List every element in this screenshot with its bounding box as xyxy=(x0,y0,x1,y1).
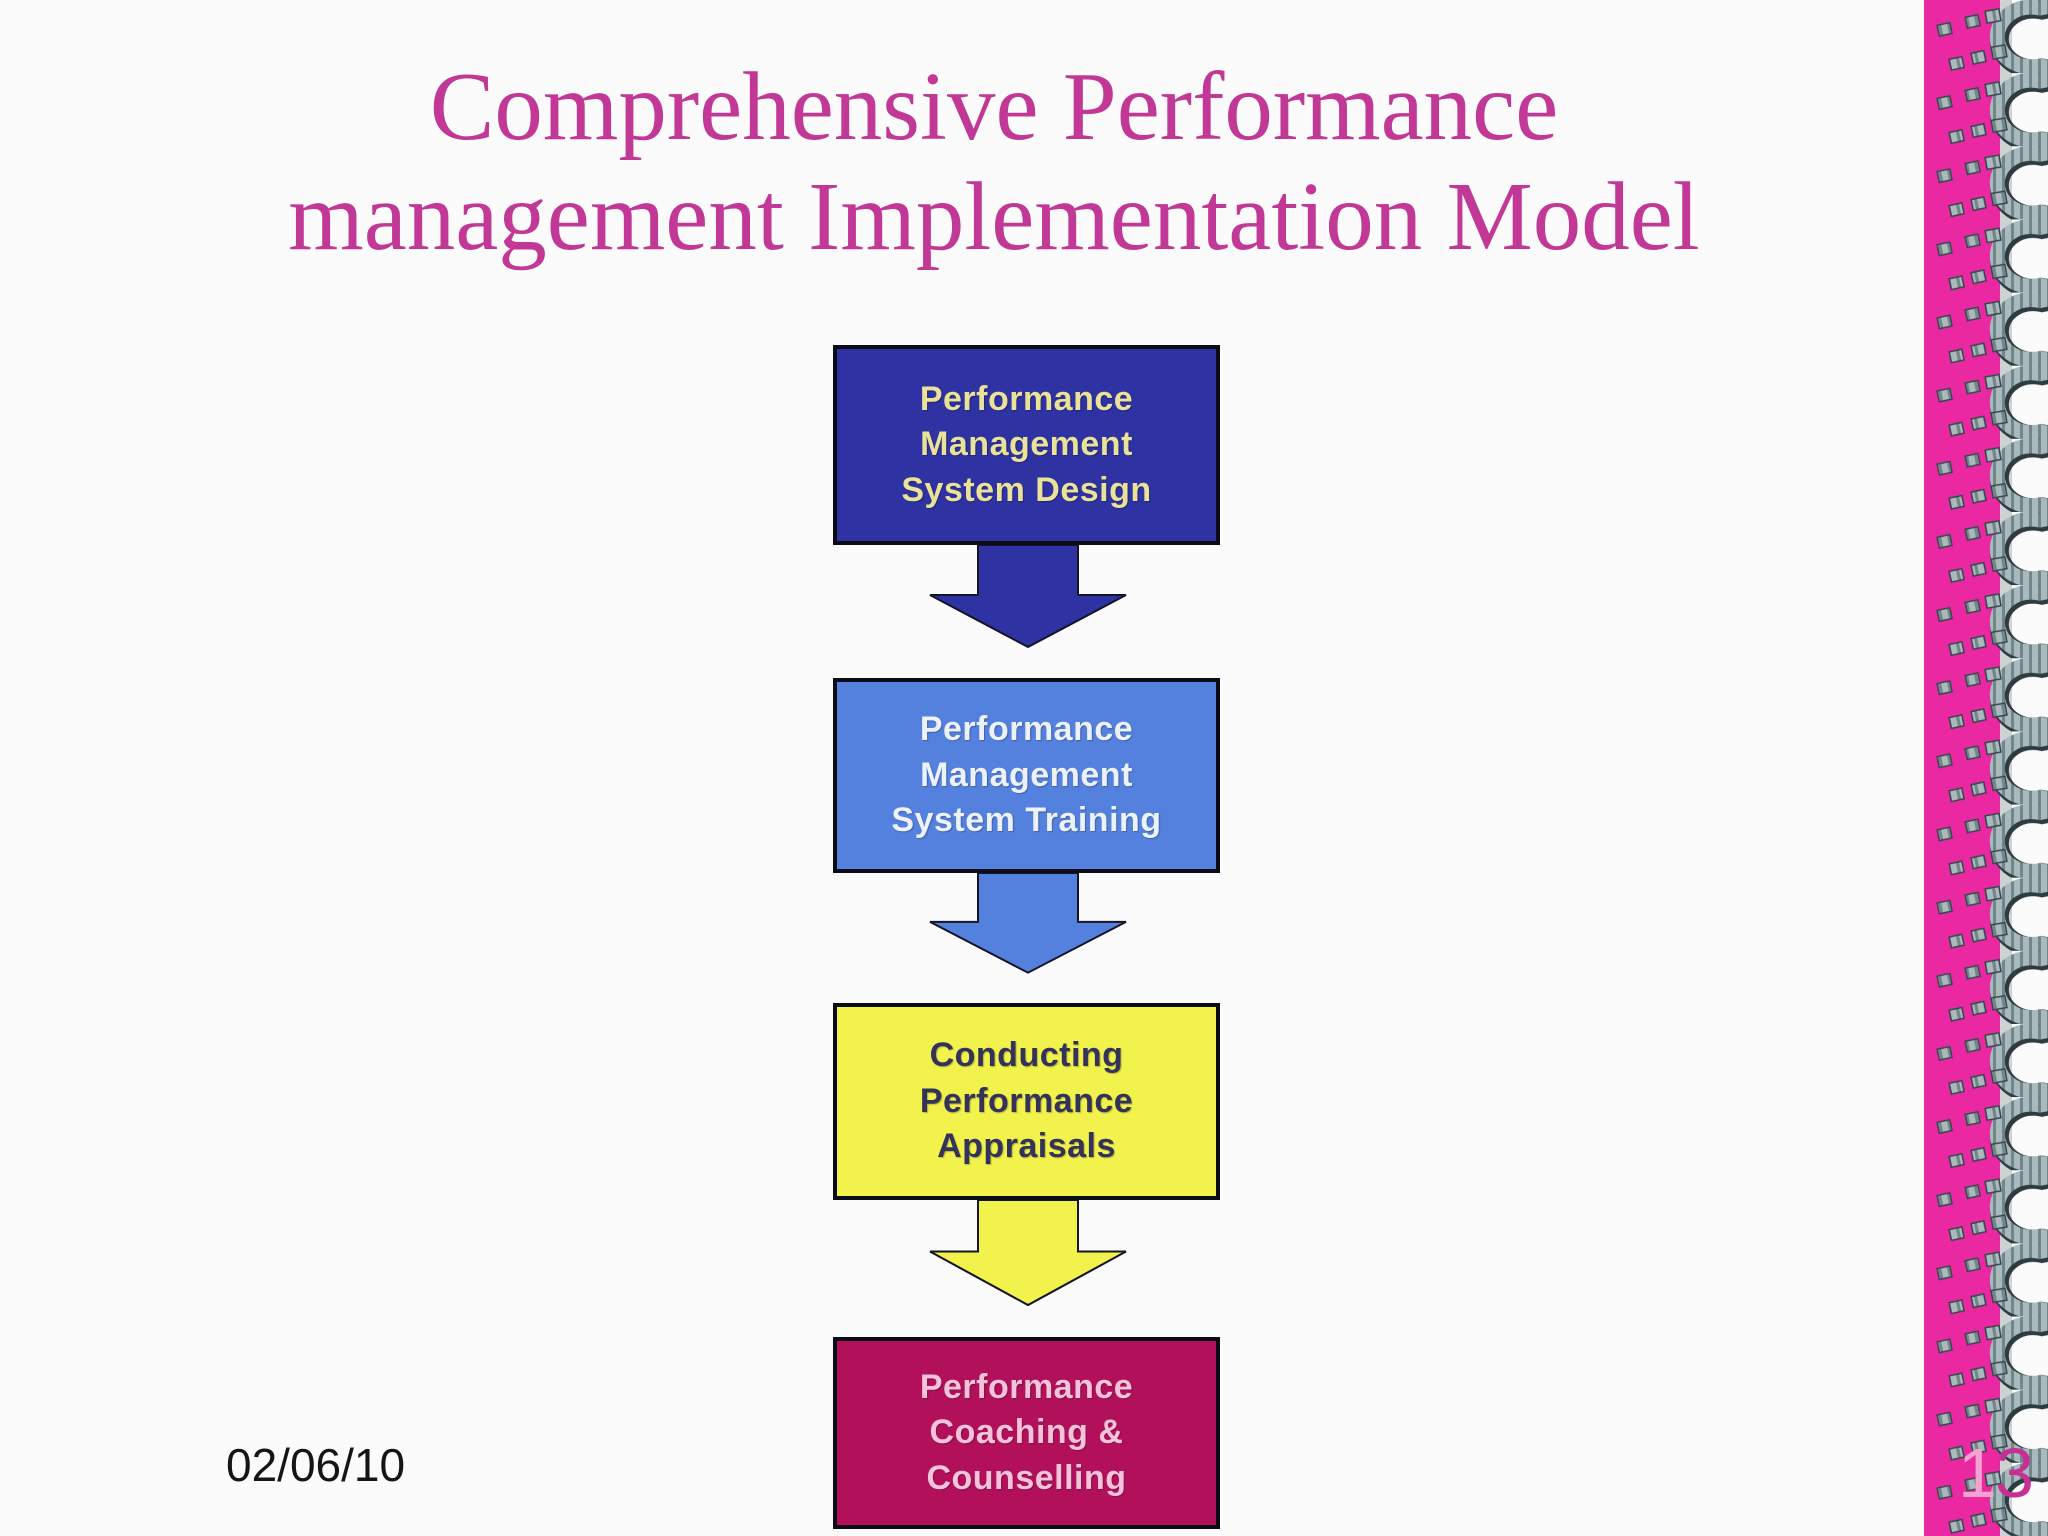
flow-box-label-line: Management xyxy=(920,425,1133,464)
flow-box-system-training: Performance Management System Training xyxy=(833,678,1220,873)
flow-box-label-line: Counselling xyxy=(926,1458,1127,1497)
down-arrow-icon xyxy=(929,1200,1127,1307)
down-arrow-icon xyxy=(929,873,1127,974)
spiral-binding-icon xyxy=(1924,0,2048,1536)
slide-title-line-2: management Implementation Model xyxy=(288,162,1700,270)
flow-box-label-line: Performance xyxy=(919,1367,1134,1406)
down-arrow-shape xyxy=(929,1200,1127,1307)
down-arrow-shape xyxy=(929,545,1127,649)
flow-box-label-line: System Training xyxy=(891,801,1162,840)
slide-title: Comprehensive Performance management Imp… xyxy=(140,52,1848,271)
down-arrow-shape xyxy=(929,873,1127,974)
flow-box-conducting-appraisals: Conducting Performance Appraisals xyxy=(833,1003,1220,1200)
flow-box-label-line: System Design xyxy=(901,470,1152,509)
flow-box-system-design: Performance Management System Design xyxy=(833,345,1220,545)
slide-number: 13 xyxy=(1958,1438,2034,1508)
flow-box-label-line: Appraisals xyxy=(937,1127,1116,1166)
flow-box-label-line: Performance xyxy=(919,379,1134,418)
flow-box-label-line: Performance xyxy=(919,1081,1134,1120)
flow-box-coaching-counselling: Performance Coaching & Counselling xyxy=(833,1337,1220,1529)
slide-title-line-1: Comprehensive Performance xyxy=(429,53,1559,160)
flow-box-label-line: Coaching & xyxy=(929,1413,1124,1452)
slide-number-digit: 3 xyxy=(1994,1434,2034,1512)
down-arrow-icon xyxy=(929,545,1127,649)
flow-box-label-line: Performance xyxy=(919,710,1134,749)
slide-number-digit: 1 xyxy=(1958,1434,1997,1512)
slide-date: 02/06/10 xyxy=(226,1439,406,1491)
flow-box-label-line: Management xyxy=(920,755,1133,794)
flow-box-label-line: Conducting xyxy=(929,1036,1124,1075)
